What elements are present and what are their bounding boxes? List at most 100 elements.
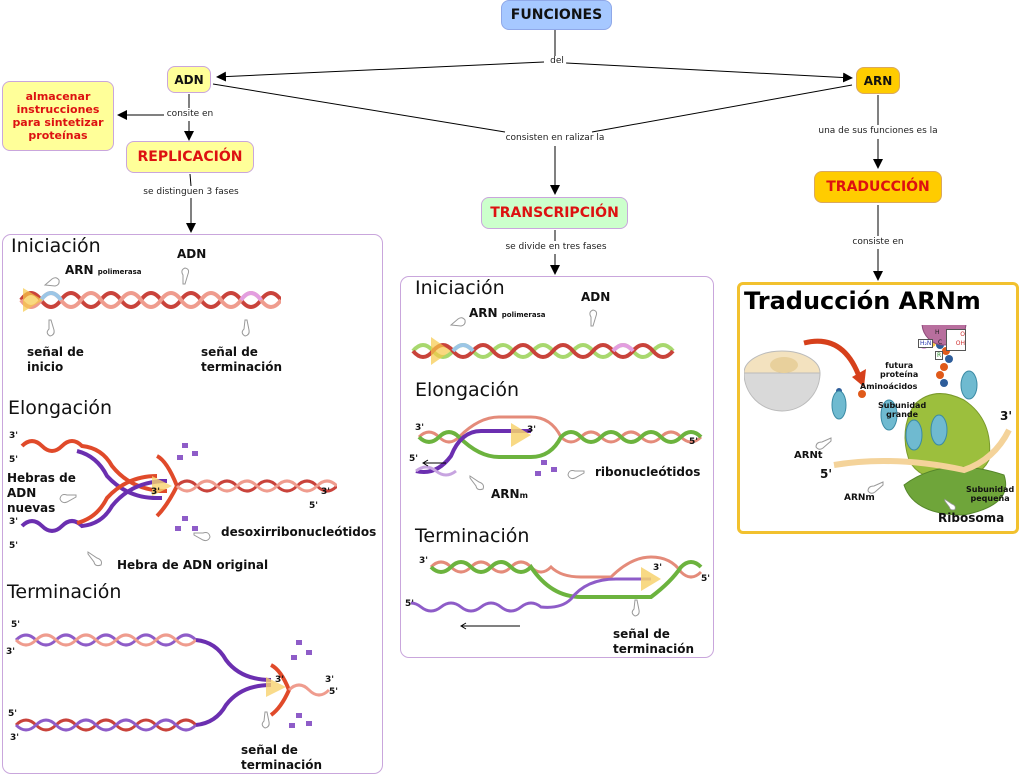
arrow-left-icon <box>422 459 446 467</box>
text-line: pequeña <box>970 494 1010 503</box>
rep-arn-label: ARN polimerasa <box>65 263 142 280</box>
arrow-del-adn <box>216 61 545 82</box>
text-line: terminación <box>241 758 323 772</box>
tr-terminacion-bubble <box>411 555 703 613</box>
link-label-una-de-sus: una de sus funciones es la <box>816 126 940 137</box>
five-prime-label: 5' <box>820 467 833 481</box>
rep-desoxi-label: desoxirribonucleótidos <box>221 525 377 539</box>
end-label: 3' <box>10 733 20 743</box>
translation-title: Traducción ARNm <box>744 287 981 315</box>
text-line: futura <box>885 361 914 370</box>
link-label-consiste-en: consiste en <box>850 237 906 248</box>
tr-iniciacion-title: Iniciación <box>415 277 505 299</box>
tr-ribonucleotidos-label: ribonucleótidos <box>595 465 701 479</box>
nucleotide-group <box>289 640 312 728</box>
transcription-panel: Iniciación ARN polimerasa ADN Elongación… <box>400 276 714 658</box>
tr-polimerasa-text: polimerasa <box>501 311 546 319</box>
mrna-strand <box>833 428 1012 474</box>
end-label: 3' <box>9 517 19 527</box>
link-label-consite-en: consite en <box>164 109 216 120</box>
text-line: Subunidad <box>966 485 1015 494</box>
pointing-hand-icon <box>87 551 102 567</box>
tr-adn-label: ADN <box>581 290 611 304</box>
text-line: proteína <box>880 370 919 379</box>
link-label-se-divide: se divide en tres fases <box>503 242 609 253</box>
ribosoma-label: Ribosoma <box>938 511 1005 525</box>
text-line: inicio <box>27 360 64 374</box>
node-replicacion[interactable]: REPLICACIÓN <box>126 141 254 173</box>
pointing-hand-icon <box>241 319 250 337</box>
text-line: Hebras de <box>7 471 76 485</box>
rep-elongacion-title: Elongación <box>8 397 113 419</box>
rep-polimerasa-text: polimerasa <box>97 268 142 276</box>
pointing-hand-icon <box>449 317 466 327</box>
node-traduccion[interactable]: TRADUCCIÓN <box>814 171 942 203</box>
tr-arn-label: ARN polimerasa <box>469 306 546 323</box>
rep-terminacion-title: Terminación <box>7 581 122 603</box>
tr-elongacion-title: Elongación <box>415 379 520 401</box>
node-funciones[interactable]: FUNCIONES <box>501 0 612 30</box>
arrow-left-icon <box>460 622 520 630</box>
tr-arn-text: ARN <box>469 306 498 320</box>
end-label: 5' <box>329 687 339 697</box>
node-adn[interactable]: ADN <box>167 66 211 93</box>
end-label: 3' <box>527 425 537 435</box>
line-adn-consisten <box>212 83 506 133</box>
molecule-r: R <box>935 351 944 360</box>
translation-panel: Traducción ARNm <box>737 282 1019 534</box>
rep-arn-text: ARN <box>65 263 94 277</box>
rep-adn-label: ADN <box>177 247 207 261</box>
end-label: 3' <box>653 563 663 573</box>
end-label: 5' <box>9 455 19 465</box>
node-arn[interactable]: ARN <box>856 67 900 94</box>
pointing-hand-icon <box>261 711 270 729</box>
tr-iniciacion-dna-helix <box>411 337 675 365</box>
text-line: nuevas <box>7 501 56 515</box>
molecule-c: C <box>938 339 943 346</box>
text-line: terminación <box>201 360 283 374</box>
trna-shapes <box>831 370 978 451</box>
text-line: Subunidad <box>878 401 927 410</box>
end-label: 5' <box>409 454 419 464</box>
pointing-hand-icon <box>46 319 55 337</box>
end-label: 5' <box>9 541 19 551</box>
text-line: grande <box>886 410 919 419</box>
three-prime-label: 3' <box>1000 409 1013 423</box>
rep-hebra-original-label: Hebra de ADN original <box>117 558 269 572</box>
link-label-se-distinguen: se distinguen 3 fases <box>141 187 241 198</box>
pointing-hand-icon <box>59 494 77 504</box>
molecule-oh: OH <box>955 340 965 347</box>
nucleotide-group <box>535 460 557 476</box>
node-almacenar[interactable]: almacenar instrucciones para sintetizar … <box>2 81 114 151</box>
pointing-hand-icon <box>567 470 585 480</box>
ribosome-illustration <box>744 325 1012 516</box>
line-arn-consisten <box>591 84 853 133</box>
end-label: 3' <box>325 675 335 685</box>
end-label: 5' <box>689 437 699 447</box>
tr-arnm-label: ARNm <box>491 487 528 503</box>
end-label: 5' <box>11 620 21 630</box>
end-label: 3' <box>275 675 285 685</box>
polymerase-shape <box>23 288 43 312</box>
link-label-del: del <box>548 56 566 67</box>
tr-arnm-sub: m <box>519 491 528 500</box>
molecule-h2n: H₂N <box>918 339 934 348</box>
pointing-hand-icon <box>181 267 190 285</box>
text-line: señal de <box>27 345 84 359</box>
rep-iniciacion-dna-helix <box>19 288 281 312</box>
pointing-hand-icon <box>43 277 60 287</box>
node-transcripcion[interactable]: TRANSCRIPCIÓN <box>481 197 628 229</box>
end-label: 3' <box>151 487 161 497</box>
pointing-hand-icon <box>469 475 484 491</box>
pointing-hand-icon <box>815 437 832 450</box>
